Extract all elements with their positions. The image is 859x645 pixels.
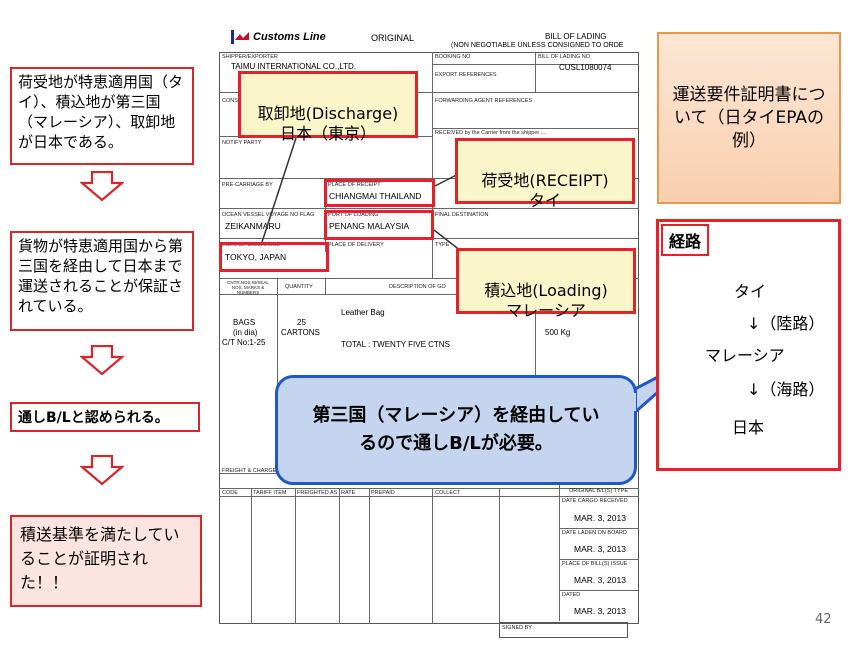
shipper-value: TAIMU INTERNATIONAL CO.,LTD. (231, 62, 357, 71)
down-arrow-icon (80, 345, 124, 375)
col-prepaid: PREPAID (371, 490, 395, 496)
receipt-value: CHIANGMAI THAILAND (329, 191, 422, 201)
bl-logo-text: Customs Line (253, 31, 326, 43)
qty-value-2: CARTONS (281, 328, 320, 337)
vessel-label: OCEAN VESSEL VOYAGE NO FLAG (222, 212, 315, 218)
type-label: TYPE (435, 242, 450, 248)
flow-box-4-text: 積送基準を満たしていることが証明された！！ (20, 525, 180, 592)
forwarding-label: FORWARDING AGENT REFERENCES (435, 98, 533, 104)
bl-non-negotiable: (NON NEGOTIABLE UNLESS CONSIGNED TO ORDE (451, 42, 624, 49)
col-tariff: TARIFF ITEM (253, 490, 287, 496)
date-2: MAR. 3, 2013 (574, 544, 626, 554)
freight-label: FREIGHT & CHARGE (222, 468, 277, 474)
route-sea: ↓（海路） (747, 380, 825, 399)
received-label: RECEIVED by the Carrier from the shipper… (435, 130, 547, 136)
flow-box-3-text: 通しB/Lと認められる。 (18, 410, 169, 426)
date-3: MAR. 3, 2013 (574, 575, 626, 585)
marks-value-2: (in dia) (233, 328, 258, 337)
date-1: MAR. 3, 2013 (574, 513, 626, 523)
bl-title: BILL OF LADING (545, 32, 607, 41)
highlight-receipt (324, 179, 435, 207)
total-value: TOTAL : TWENTY FIVE CTNS (341, 340, 450, 349)
flow-box-1: 荷受地が特恵適用国（タイ）、積込地が第三国（マレーシア）、取卸地が日本である。 (10, 67, 194, 165)
speech-bubble-text: 第三国（マレーシア）を経由しているので通しB/Lが必要。 (312, 405, 600, 454)
qty-value-1: 25 (297, 318, 306, 327)
date-laden-label: DATE LADEN ON BOARD (562, 530, 627, 536)
bl-no-label: BILL OF LADING NO (538, 54, 591, 60)
shipper-label: SHIPPER/EXPORTER (222, 54, 278, 60)
quantity-label: QUANTITY (285, 284, 313, 290)
callout-discharge: 取卸地(Discharge) 日本（東京） (238, 71, 418, 143)
loading-value: PENANG MALAYSIA (329, 221, 410, 231)
dated-label: DATED (562, 592, 581, 598)
precarriage-label: PRE-CARRIAGE BY (222, 182, 273, 188)
callout-receipt: 荷受地(RECEIPT) タイ (455, 138, 635, 210)
callout-discharge-text: 取卸地(Discharge) 日本（東京） (257, 104, 399, 143)
delivery-label: PLACE OF DELIVERY (328, 242, 384, 248)
desc-value: Leather Bag (341, 308, 385, 317)
slide-title: 運送要件証明書について（日タイEPAの例） (657, 32, 841, 204)
marks-value-1: BAGS (233, 318, 256, 327)
signed-label: SIGNED BY (502, 625, 532, 631)
booking-label: BOOKING NO (435, 54, 471, 60)
route-land: ↓（陸路） (747, 314, 825, 333)
discharge-value: TOKYO, JAPAN (225, 252, 287, 262)
highlight-loading (324, 210, 434, 240)
weight-value: 500 Kg (545, 328, 571, 337)
desc-label: DESCRIPTION OF GO (389, 284, 446, 290)
date-4: MAR. 3, 2013 (574, 606, 626, 616)
place-issue-label: PLACE OF BILL(S) ISSUE (562, 561, 628, 567)
down-arrow-icon (80, 455, 124, 485)
highlight-discharge (219, 242, 329, 272)
notify-label: NOTIFY PARTY (222, 140, 262, 146)
vessel-value: ZEIKANMARU (225, 221, 281, 231)
col-code: CODE (222, 490, 238, 496)
flow-box-3: 通しB/Lと認められる。 (10, 402, 200, 432)
original-bl-label: ORIGINAL B/L(S) TYPE (569, 488, 628, 494)
down-arrow-icon (80, 171, 124, 201)
route-japan: 日本 (732, 418, 765, 437)
col-collect: COLLECT (435, 490, 461, 496)
col-rate: RATE (341, 490, 356, 496)
flow-box-1-text: 荷受地が特恵適用国（タイ）、積込地が第三国（マレーシア）、取卸地が日本である。 (18, 73, 184, 151)
page-number: 42 (815, 612, 832, 627)
receipt-label: PLACE OF RECEIPT (328, 182, 381, 188)
shipping-logo-icon (231, 30, 249, 44)
bl-original: ORIGINAL (371, 33, 415, 43)
export-ref-label: EXPORT REFERENCES (435, 72, 497, 78)
marks-label: CNTR.NOS.W/SEAL NOS. MARKS & NUMBERS (227, 280, 269, 295)
speech-bubble: 第三国（マレーシア）を経由しているので通しB/Lが必要。 (275, 375, 637, 485)
flow-box-4: 積送基準を満たしていることが証明された！！ (10, 515, 202, 607)
route-thailand: タイ (734, 282, 767, 301)
slide-title-text: 運送要件証明書について（日タイEPAの例） (672, 84, 826, 151)
marks-value-3: C/T No:1-25 (222, 338, 266, 347)
callout-loading: 積込地(Loading) マレーシア (456, 248, 636, 320)
bl-no-value: CUSL1080074 (559, 63, 612, 72)
flow-box-2-text: 貨物が特恵適用国から第三国を経由して日本まで運送されることが保証されている。 (18, 237, 184, 315)
callout-loading-text: 積込地(Loading) マレーシア (484, 281, 608, 320)
loading-label: PORT OF LOADING (328, 212, 379, 218)
final-dest-label: FINAL DESTINATION (435, 212, 489, 218)
flow-box-2: 貨物が特恵適用国から第三国を経由して日本まで運送されることが保証されている。 (10, 231, 194, 331)
date-cargo-label: DATE CARGO RECEIVED (562, 498, 628, 504)
col-freighted: FREIGHTED AS (297, 490, 338, 496)
discharge-label: PORT OF DISCHARGE (222, 242, 281, 248)
route-tag: 経路 (661, 224, 710, 256)
route-malaysia: マレーシア (705, 346, 785, 365)
route-box: 経路 タイ ↓（陸路） マレーシア ↓（海路） 日本 (656, 219, 841, 471)
callout-receipt-text: 荷受地(RECEIPT) タイ (481, 171, 609, 210)
